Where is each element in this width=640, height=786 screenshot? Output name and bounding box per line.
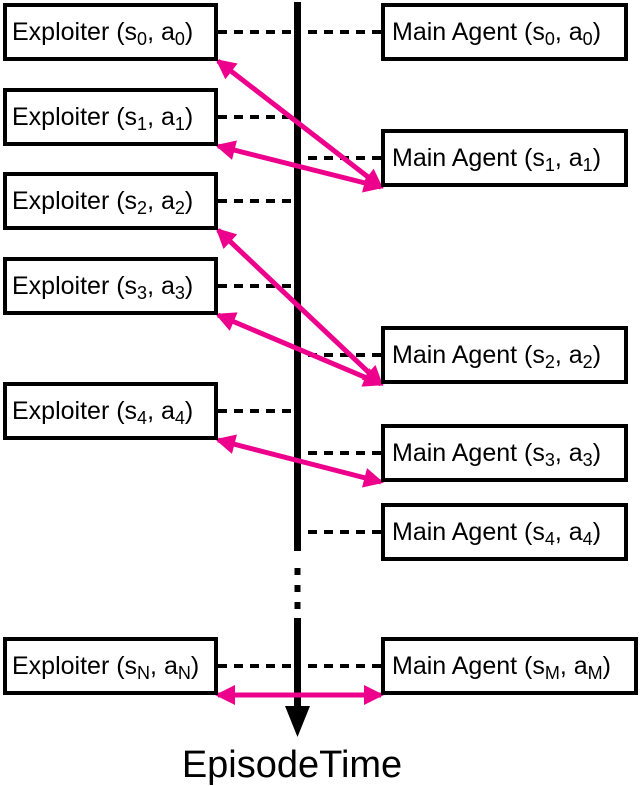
box-label: Exploiter (s0, a0) bbox=[12, 17, 194, 49]
main-agent-box-1: Main Agent (s1, a1) bbox=[381, 129, 628, 187]
box-label: Main Agent (s3, a3) bbox=[392, 438, 602, 470]
main-agent-box-0: Main Agent (s0, a0) bbox=[381, 3, 628, 61]
exchange-arrow bbox=[215, 434, 384, 488]
main-agent-box-M: Main Agent (sM, aM) bbox=[381, 637, 638, 695]
box-label: Exploiter (s4, a4) bbox=[12, 396, 194, 428]
timeline-arrowhead-icon bbox=[285, 706, 310, 737]
exploiter-box-4: Exploiter (s4, a4) bbox=[3, 382, 218, 440]
exchange-arrow bbox=[215, 140, 384, 193]
box-label: Main Agent (s0, a0) bbox=[392, 17, 602, 49]
exploiter-box-N: Exploiter (sN, aN) bbox=[3, 637, 218, 695]
box-label: Main Agent (s4, a4) bbox=[392, 517, 602, 549]
box-label: Main Agent (sM, aM) bbox=[392, 651, 611, 683]
main-agent-box-4: Main Agent (s4, a4) bbox=[381, 503, 628, 561]
box-label: Main Agent (s2, a2) bbox=[392, 340, 602, 372]
exchange-arrow bbox=[215, 312, 384, 387]
exploiter-box-3: Exploiter (s3, a3) bbox=[3, 257, 218, 315]
box-label: Exploiter (s1, a1) bbox=[12, 102, 194, 134]
exploiter-box-2: Exploiter (s2, a2) bbox=[3, 172, 218, 230]
exploiter-box-1: Exploiter (s1, a1) bbox=[3, 88, 218, 146]
exploiter-box-0: Exploiter (s0, a0) bbox=[3, 3, 218, 61]
arrow-layer bbox=[215, 59, 384, 705]
box-label: Exploiter (s3, a3) bbox=[12, 271, 194, 303]
timeline-axis bbox=[285, 2, 310, 737]
episode-time-label: EpisodeTime bbox=[181, 744, 403, 786]
box-label: Main Agent (s1, a1) bbox=[392, 143, 602, 175]
main-agent-box-3: Main Agent (s3, a3) bbox=[381, 424, 628, 482]
box-label: Exploiter (sN, aN) bbox=[12, 651, 200, 683]
main-agent-box-2: Main Agent (s2, a2) bbox=[381, 326, 628, 384]
box-label: Exploiter (s2, a2) bbox=[12, 186, 194, 218]
